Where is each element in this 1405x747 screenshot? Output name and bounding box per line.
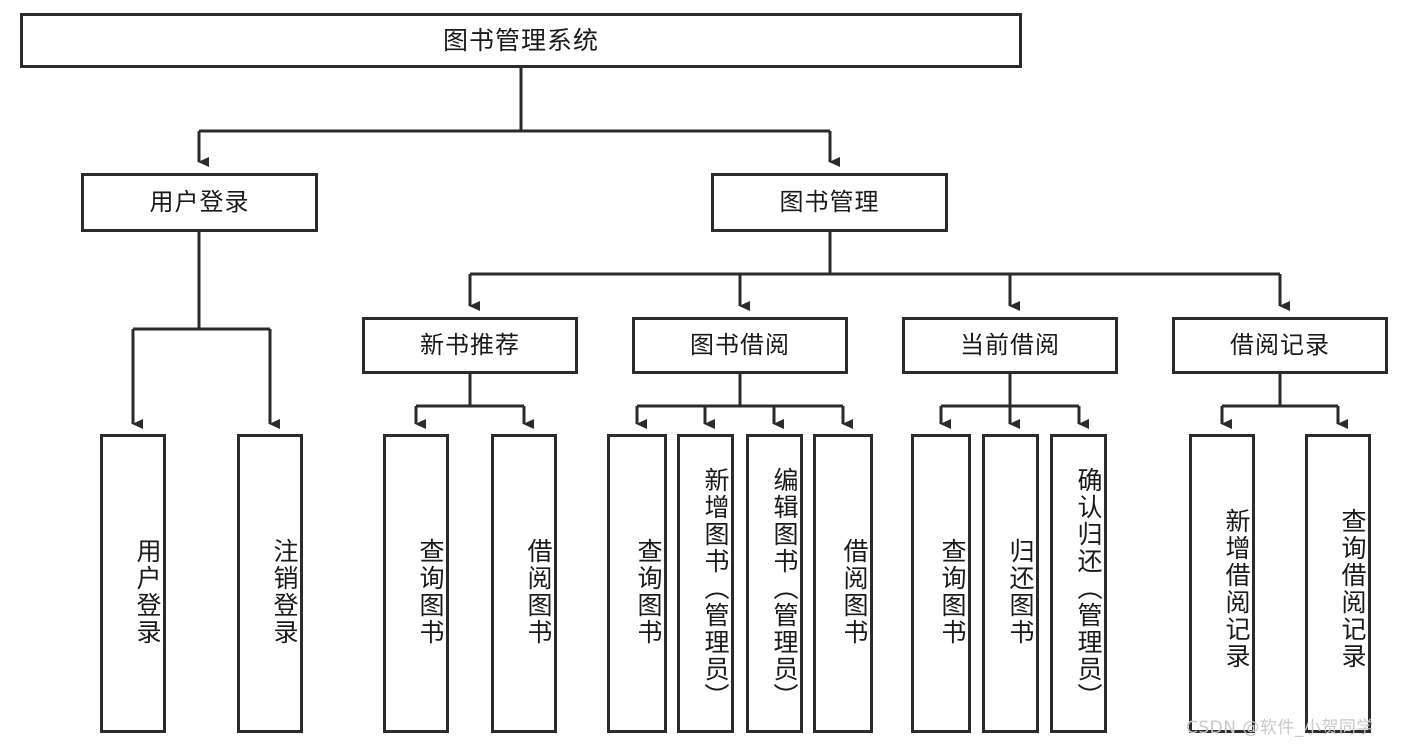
leaf-add-book[interactable]: 新增图书（管理员）	[677, 434, 734, 733]
leaf-query-book-3[interactable]: 查询图书	[911, 434, 971, 733]
leaf-edit-book[interactable]: 编辑图书（管理员）	[746, 434, 803, 733]
leaf-add-record[interactable]: 新增借阅记录	[1189, 434, 1255, 733]
leaf-borrow-book-1[interactable]: 借阅图书	[491, 434, 557, 733]
node-book-borrow[interactable]: 图书借阅	[632, 317, 848, 374]
leaf-user-login[interactable]: 用户登录	[100, 434, 166, 733]
node-user-login[interactable]: 用户登录	[81, 173, 318, 232]
leaf-query-book-1[interactable]: 查询图书	[383, 434, 449, 733]
watermark: CSDN @软件_小贺同学	[1186, 718, 1374, 738]
leaf-return-book[interactable]: 归还图书	[982, 434, 1039, 733]
leaf-borrow-book-2[interactable]: 借阅图书	[813, 434, 873, 733]
node-root-system[interactable]: 图书管理系统	[20, 13, 1022, 68]
leaf-confirm-return[interactable]: 确认归还（管理员）	[1050, 434, 1107, 733]
node-book-manage[interactable]: 图书管理	[711, 173, 948, 232]
leaf-query-book-2[interactable]: 查询图书	[607, 434, 667, 733]
leaf-user-logout[interactable]: 注销登录	[237, 434, 303, 733]
node-current-borrow[interactable]: 当前借阅	[902, 317, 1118, 374]
node-borrow-record[interactable]: 借阅记录	[1172, 317, 1388, 374]
leaf-query-record[interactable]: 查询借阅记录	[1305, 434, 1371, 733]
node-new-book-rec[interactable]: 新书推荐	[362, 317, 578, 374]
